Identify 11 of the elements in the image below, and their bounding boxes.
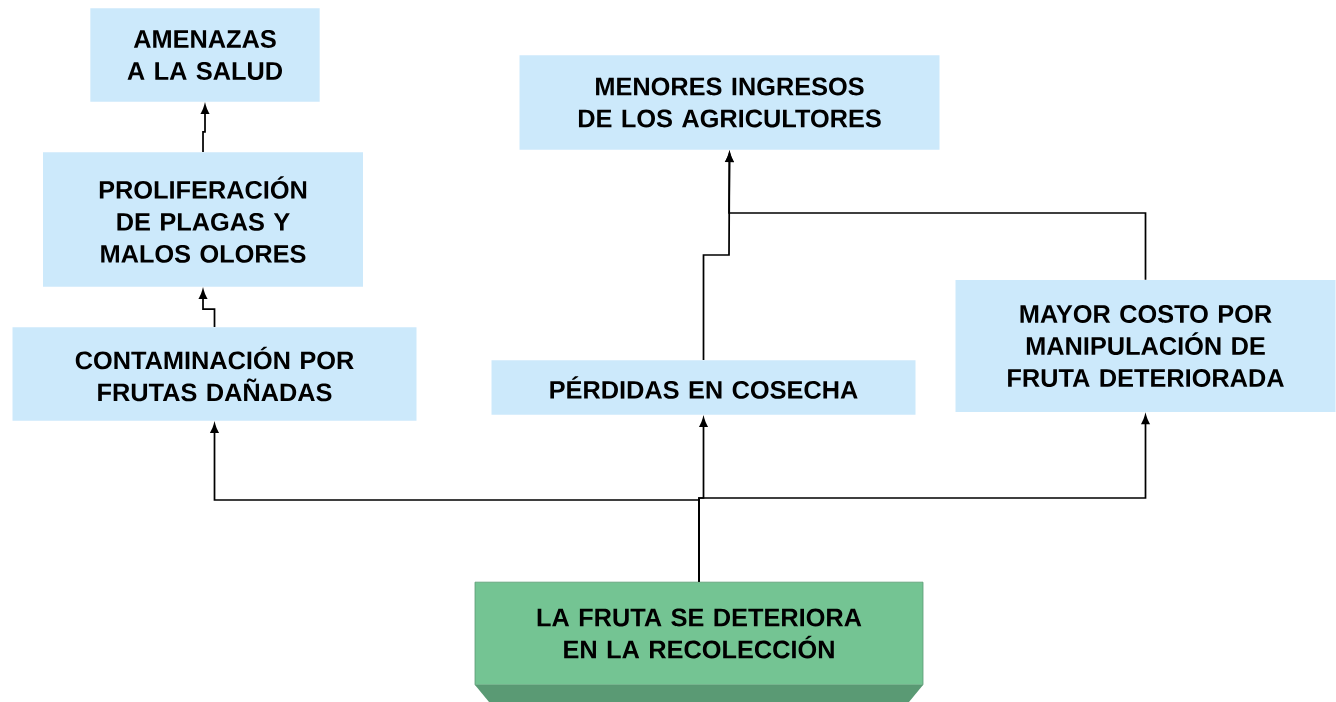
arrow [725,152,1147,281]
effect-box: MAYOR COSTO POR MANIPULACIÓN DE FRUTA DETERIORADA [955,280,1336,412]
arrow [698,414,1150,583]
effect-box: CONTAMINACIÓN POR FRUTAS DAÑADAS [12,327,417,421]
process-box: LA FRUTA SE DETERIORA EN LA RECOLECCIÓN [474,581,924,702]
arrow [201,104,209,153]
effect-box: PROLIFERACIÓN DE PLAGAS Y MALOS OLORES [43,152,363,287]
effect-box: PÉRDIDAS EN COSECHA [491,360,916,415]
effect-box: MENORES INGRESOS DE LOS AGRICULTORES [519,55,940,150]
effect-box: AMENAZAS A LA SALUD [90,8,320,102]
arrow [199,289,216,328]
